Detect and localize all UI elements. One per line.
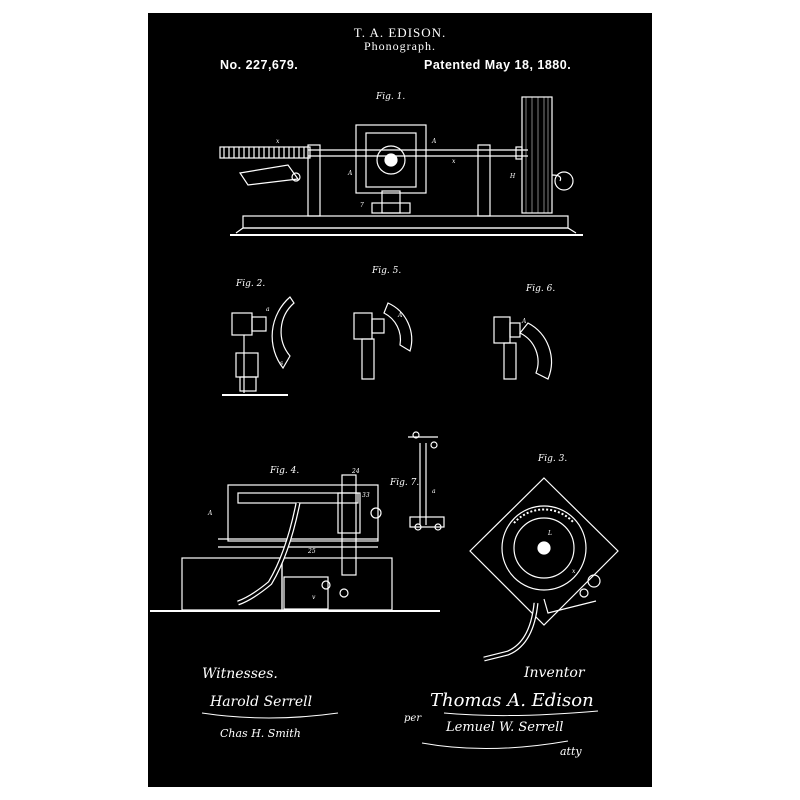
fig-4-speaking-tube xyxy=(237,502,301,606)
svg-text:A: A xyxy=(431,138,437,145)
fig-4-label: Fig. 4. xyxy=(269,466,299,476)
svg-text:33: 33 xyxy=(362,492,370,499)
svg-text:A: A xyxy=(521,318,527,325)
figure-4: Fig. 4. A 24 33 25 v xyxy=(150,466,440,612)
fig-2-label: Fig. 2. xyxy=(235,279,265,289)
patent-poster: T. A. EDISON. Phonograph. No. 227,679. P… xyxy=(148,13,652,787)
per-label: per xyxy=(404,713,422,724)
svg-text:x: x xyxy=(452,158,456,165)
fig-7-bracket-foot xyxy=(409,516,445,528)
figure-2: Fig. 2. a s xyxy=(222,279,295,396)
fig-1-crank-handle xyxy=(554,171,574,191)
fig-5-label: Fig. 5. xyxy=(371,266,401,276)
fig-6-label: Fig. 6. xyxy=(525,284,555,294)
fig-3-diamond-frame xyxy=(469,477,619,626)
svg-text:H: H xyxy=(509,173,516,180)
fig-4-cylinder xyxy=(227,484,379,542)
patent-drawing: Fig. 1. xyxy=(150,92,619,758)
witness-signature-1: Harold Serrell xyxy=(209,694,312,710)
svg-text:25: 25 xyxy=(307,548,316,555)
patent-date: Patented May 18, 1880. xyxy=(424,58,572,72)
svg-text:L: L xyxy=(547,530,552,537)
inventor-name: T. A. EDISON. xyxy=(353,25,447,40)
svg-text:7: 7 xyxy=(360,202,364,209)
figure-1: Fig. 1. xyxy=(219,92,583,236)
figure-5: Fig. 5. A xyxy=(353,266,413,380)
figure-6: Fig. 6. A xyxy=(493,284,555,380)
svg-text:a: a xyxy=(266,306,270,313)
svg-text:A: A xyxy=(207,510,213,517)
fig-7-label: Fig. 7. xyxy=(389,478,419,488)
svg-text:x: x xyxy=(572,568,576,575)
inventor-signature: Thomas A. Edison xyxy=(430,690,594,711)
fig-6-cylinder-section xyxy=(519,322,553,380)
inventor-label: Inventor xyxy=(523,665,586,681)
signature-block: Witnesses. Inventor Harold Serrell Chas … xyxy=(202,665,594,758)
svg-text:A: A xyxy=(347,170,353,177)
witnesses-label: Witnesses. xyxy=(202,666,278,682)
fig-1-base xyxy=(242,215,569,229)
fig-3-disc xyxy=(501,505,587,591)
fig-2-cylinder-section xyxy=(271,296,295,370)
fig-1-carriage xyxy=(355,124,427,194)
attorney-signature: Lemuel W. Serrell xyxy=(445,720,563,735)
witness-signature-2: Chas H. Smith xyxy=(220,727,301,740)
invention-title: Phonograph. xyxy=(364,39,436,53)
signature-flourishes xyxy=(201,710,599,750)
figure-3: Fig. 3. L x xyxy=(469,454,619,662)
figure-7: Fig. 7. a xyxy=(389,431,445,531)
svg-text:s: s xyxy=(280,360,283,367)
fig-3-label: Fig. 3. xyxy=(537,454,567,464)
svg-text:24: 24 xyxy=(351,468,360,475)
atty-label: atty xyxy=(560,745,582,758)
fig-1-feed-screw xyxy=(219,146,311,159)
patent-number: No. 227,679. xyxy=(220,58,299,72)
svg-text:A: A xyxy=(397,312,403,319)
fig-1-flywheel xyxy=(521,96,553,214)
fig-5-cylinder-section xyxy=(383,302,413,352)
svg-text:v: v xyxy=(312,594,316,601)
fig-1-label: Fig. 1. xyxy=(375,92,405,102)
svg-text:x: x xyxy=(276,138,280,145)
svg-text:a: a xyxy=(432,488,436,495)
